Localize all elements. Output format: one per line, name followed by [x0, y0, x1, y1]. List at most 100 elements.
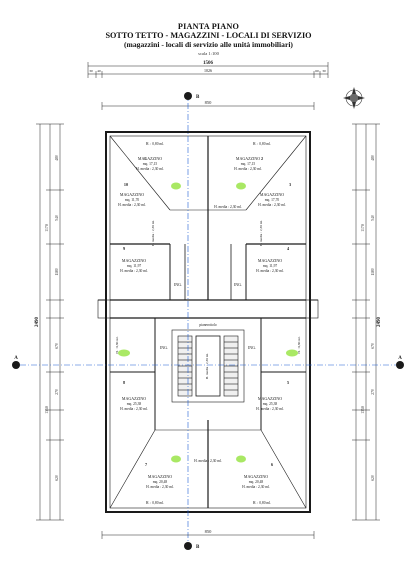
dim-right-part: 480: [371, 155, 375, 161]
skylight-marker: [118, 349, 130, 357]
internal-walls: [109, 135, 307, 509]
room-number: 5: [287, 380, 289, 385]
height-label: H. media : 2,30 ml.: [194, 459, 222, 464]
height-label: H. : 0,80 ml.: [297, 336, 302, 353]
room-area: mq. 11,97: [263, 264, 278, 269]
plan-subtitle: SOTTO TETTO - MAGAZZINI - LOCALI DI SERV…: [105, 31, 312, 40]
dim-right-total: 2490: [377, 317, 382, 328]
top-dimensions: [87, 62, 329, 110]
plan-title: PIANTA PIANO: [177, 22, 240, 31]
room-height: H. media : 2,30 ml.: [118, 203, 146, 208]
dim-top-total: 1506: [203, 61, 214, 66]
skylights: [118, 182, 298, 463]
room-area: mq. 11,70: [125, 198, 140, 203]
dim-left-part: 670: [55, 343, 59, 349]
stairwell: [171, 329, 245, 403]
room-area: mq. 17,15: [241, 162, 256, 167]
room-name: MAGAZZINO: [258, 258, 282, 263]
room-area: mq. 25,38: [127, 402, 142, 407]
height-label: H. media : 2,30 ml.: [151, 220, 156, 246]
dim-right-part: 620: [371, 475, 375, 481]
dim-right-part: 540: [371, 215, 375, 221]
plan-description: (magazzini - locali di servizio alle uni…: [124, 40, 293, 49]
room-area: mq. 11,97: [127, 264, 142, 269]
room-name: MAGAZZINO: [258, 396, 282, 401]
height-label: H. media : 2,30 ml.: [214, 205, 242, 210]
dim-left-part: 1180: [55, 268, 59, 275]
height-label: H. : 0,80 ml.: [146, 142, 164, 147]
compass-icon: [343, 87, 365, 109]
room-height: H. media : 2,30 ml.: [242, 485, 270, 490]
dim-top-part: 1026: [204, 68, 212, 73]
dim-mid-total: 850: [205, 100, 213, 105]
section-marker-icon: [396, 361, 404, 369]
room-name: MAGAZZINO: [138, 156, 162, 161]
room-area: mq. 17,70: [265, 198, 280, 203]
room-number: 10: [124, 182, 128, 187]
room-number: 1: [144, 156, 146, 161]
section-b-label: B: [196, 545, 200, 550]
room-number: 2: [261, 156, 263, 161]
height-label: H. : 0,80 ml.: [253, 501, 271, 506]
section-b-label: B: [196, 95, 200, 100]
room-height: H. media : 2,30 ml.: [258, 203, 286, 208]
room-area: mq. 20,48: [153, 480, 168, 485]
skylight-marker: [171, 455, 181, 463]
dim-top-part: 40: [97, 69, 101, 73]
room-area: mq. 25,38: [263, 402, 278, 407]
dim-left-inner: 1170: [45, 224, 49, 232]
section-a-label: A: [14, 356, 18, 361]
room-number: 7: [145, 462, 147, 467]
room-height: H. media : 2,30 ml.: [120, 407, 148, 412]
dim-right-inner: 1170: [361, 224, 365, 232]
room-height: H. media : 2,30 ml.: [256, 407, 284, 412]
room-name: MAGAZZINO: [148, 474, 172, 479]
bottom-dimensions: [101, 531, 315, 539]
dim-right-part: 270: [371, 389, 375, 395]
room-name: MAGAZZINO: [244, 474, 268, 479]
room-height: H. media : 2,30 ml.: [256, 269, 284, 274]
room-number: 6: [271, 462, 273, 467]
room-name: MAGAZZINO: [236, 156, 260, 161]
room-number: 9: [123, 246, 125, 251]
dim-top-part: 30: [322, 69, 326, 73]
dim-right-part: 1180: [371, 268, 375, 275]
ing-label: ING.: [234, 282, 242, 287]
dim-left-part: 270: [55, 389, 59, 395]
dim-top-part: 60: [315, 69, 319, 73]
ing-label: ING.: [248, 345, 256, 350]
height-label: H. : 0,80 ml.: [115, 336, 120, 353]
room-height: H. media : 2,30 ml.: [146, 485, 174, 490]
dim-left-part: 540: [55, 215, 59, 221]
dim-left-total: 2490: [35, 317, 40, 328]
room-number: 8: [123, 380, 125, 385]
room-name: MAGAZZINO: [122, 258, 146, 263]
section-marker-icon: [184, 92, 192, 100]
room-number: 4: [287, 246, 290, 251]
plan-scale: scala 1:100: [198, 51, 219, 56]
section-marker-icon: [184, 542, 192, 550]
section-marker-icon: [12, 361, 20, 369]
skylight-marker: [286, 349, 298, 357]
height-label: H. : 0,80 ml.: [253, 142, 271, 147]
height-label: H. : 0,80 ml.: [146, 501, 164, 506]
dim-top-part: 30: [89, 69, 93, 73]
dim-right-inner: 1350: [361, 406, 365, 414]
skylight-marker: [171, 182, 181, 190]
dim-bottom-total: 850: [205, 529, 213, 534]
dim-left-part: 480: [55, 155, 59, 161]
skylight-marker: [236, 182, 246, 190]
ing-label: ING.: [174, 282, 182, 287]
section-markers: [12, 92, 404, 550]
room-area: mq. 17,15: [143, 162, 158, 167]
dim-left-part: 620: [55, 475, 59, 481]
room-name: MAGAZZINO: [120, 192, 144, 197]
stair-height-label: H. media : 2,30 ml.: [205, 353, 210, 379]
